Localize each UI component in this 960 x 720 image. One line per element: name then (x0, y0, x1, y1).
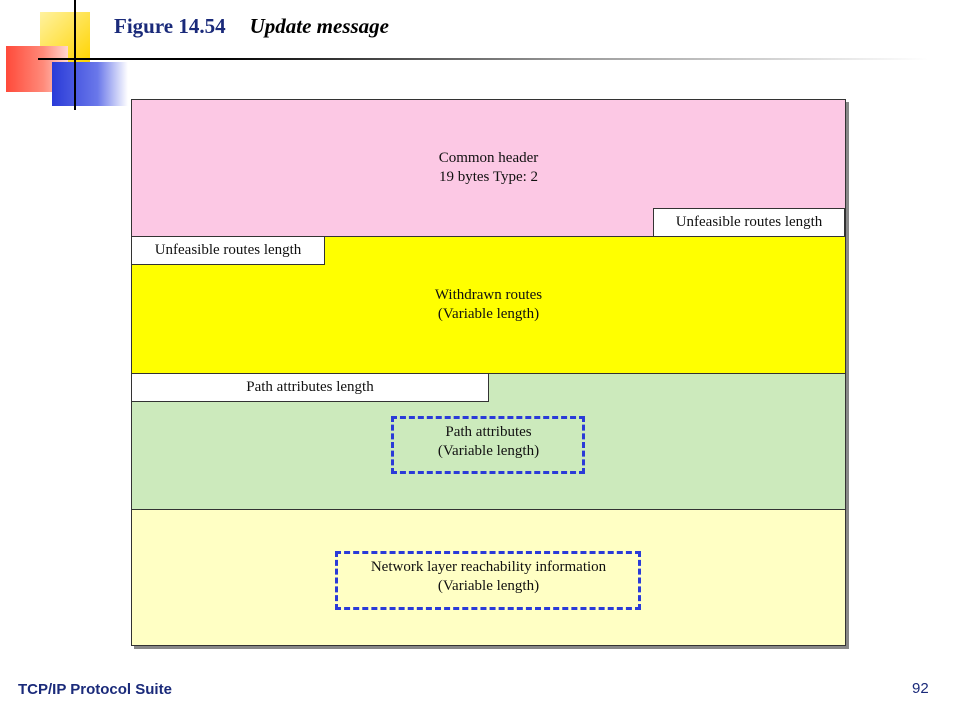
unfeasible-routes-length-field-top: Unfeasible routes length (653, 208, 845, 237)
nlri-detail: (Variable length) (437, 578, 540, 594)
nlri-section: Network layer reachability information (… (132, 510, 845, 645)
unfeasible-routes-length-field-left: Unfeasible routes length (131, 236, 325, 265)
footer-book-title: TCP/IP Protocol Suite (18, 681, 172, 698)
withdrawn-routes-label: Withdrawn routes (Variable length) (132, 286, 845, 324)
update-message-diagram: Common header 19 bytes Type: 2 Unfeasibl… (131, 99, 846, 646)
withdrawn-routes-title: Withdrawn routes (434, 287, 543, 303)
decor-blue-square (52, 62, 128, 106)
common-header-detail: 19 bytes Type: 2 (438, 169, 539, 185)
path-attributes-dashed-box (391, 416, 585, 474)
path-attributes-detail: (Variable length) (437, 443, 540, 459)
figure-number: Figure 14.54 (114, 14, 226, 38)
figure-caption: Update message (249, 14, 390, 38)
decor-vertical-line (74, 0, 76, 110)
path-attributes-length-field: Path attributes length (131, 373, 489, 402)
withdrawn-routes-detail: (Variable length) (437, 306, 540, 322)
slide-title: Figure 14.54 Update message (114, 14, 389, 39)
page-number: 92 (912, 680, 929, 697)
decor-title-rule (38, 58, 928, 60)
withdrawn-routes-section: Unfeasible routes length Withdrawn route… (131, 236, 845, 374)
nlri-dashed-box (335, 551, 641, 610)
path-attributes-title: Path attributes (445, 424, 532, 440)
common-header-label: Common header 19 bytes Type: 2 (132, 149, 845, 187)
common-header-section: Common header 19 bytes Type: 2 Unfeasibl… (132, 100, 845, 237)
path-attributes-section: Path attributes length Path attributes (… (131, 373, 845, 510)
common-header-title: Common header (438, 150, 539, 166)
nlri-title: Network layer reachability information (370, 559, 607, 575)
path-attributes-label: Path attributes (Variable length) (132, 423, 845, 461)
nlri-label: Network layer reachability information (… (132, 558, 845, 596)
